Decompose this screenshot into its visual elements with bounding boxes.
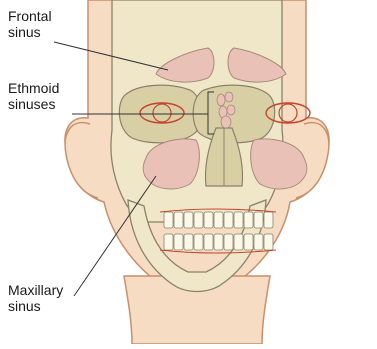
tooth: [204, 234, 213, 250]
frontal-sinus-label-line1: Frontal: [8, 8, 52, 24]
maxillary-sinus-label-line2: sinus: [8, 298, 63, 314]
lower-teeth: [160, 234, 276, 253]
frontal-sinus-label-line2: sinus: [8, 24, 52, 40]
tooth: [174, 212, 183, 228]
tooth: [264, 234, 273, 250]
tooth: [194, 212, 203, 228]
tooth: [184, 234, 193, 250]
ethmoid-cell: [221, 116, 231, 128]
ethmoid-sinus-label-line2: sinuses: [8, 96, 59, 112]
tooth: [184, 212, 193, 228]
tooth: [264, 212, 273, 228]
frontal-sinus-label: Frontal sinus: [8, 8, 52, 40]
tooth: [214, 212, 223, 228]
tooth: [174, 234, 183, 250]
upper-teeth: [160, 209, 276, 228]
tooth: [194, 234, 203, 250]
tooth: [254, 212, 263, 228]
tooth: [234, 212, 243, 228]
ethmoid-sinus-label-line1: Ethmoid: [8, 80, 59, 96]
ethmoid-cell: [225, 92, 233, 102]
tooth: [224, 212, 233, 228]
tooth: [234, 234, 243, 250]
tooth: [254, 234, 263, 250]
tooth: [164, 234, 173, 250]
maxillary-sinus-label-line1: Maxillary: [8, 282, 63, 298]
tooth: [204, 212, 213, 228]
tooth: [244, 234, 253, 250]
maxillary-sinus-label: Maxillary sinus: [8, 282, 63, 314]
tooth: [224, 234, 233, 250]
tooth: [164, 212, 173, 228]
ethmoid-cell: [217, 94, 225, 106]
ethmoid-cell: [227, 105, 235, 115]
tooth: [214, 234, 223, 250]
tooth: [244, 212, 253, 228]
ethmoid-sinus-label: Ethmoid sinuses: [8, 80, 59, 112]
